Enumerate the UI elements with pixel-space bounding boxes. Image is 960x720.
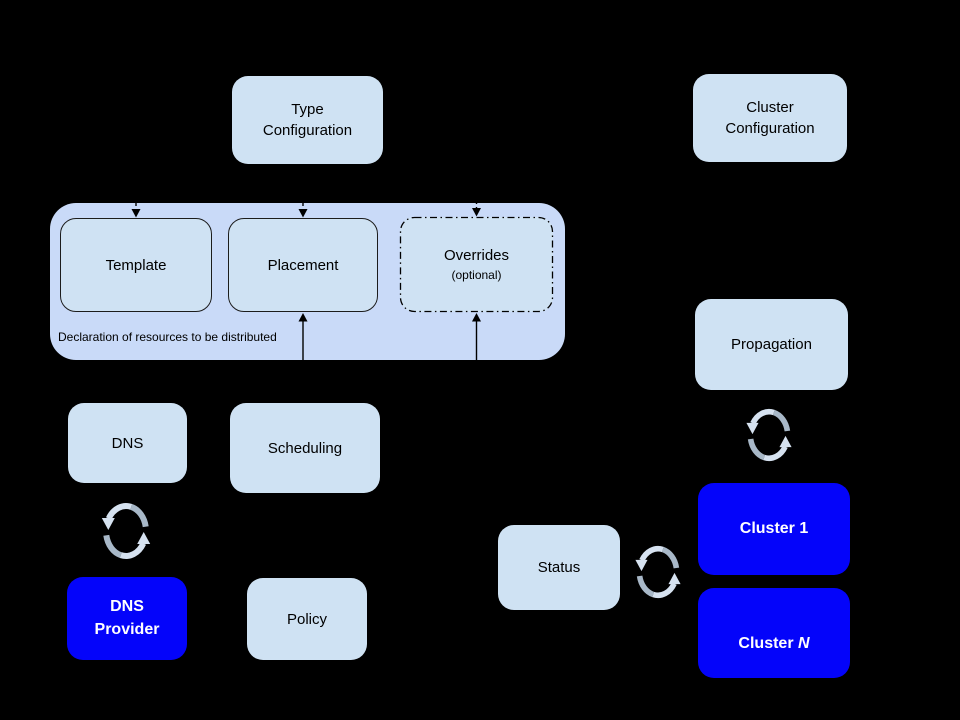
node-cluster-1: Cluster 1 bbox=[698, 483, 850, 575]
sync-icon bbox=[635, 545, 681, 599]
node-placement: Placement bbox=[228, 218, 378, 312]
node-cluster-configuration: Cluster Configuration bbox=[693, 74, 847, 162]
node-overrides: Overrides (optional) bbox=[400, 217, 553, 312]
node-policy: Policy bbox=[247, 578, 367, 660]
node-overrides-label: Overrides bbox=[443, 247, 510, 265]
node-cluster-n-label: Cluster N bbox=[738, 635, 810, 652]
node-template: Template bbox=[60, 218, 212, 312]
node-status: Status bbox=[498, 525, 620, 610]
declaration-caption: Declaration of resources to be distribut… bbox=[58, 330, 277, 344]
node-scheduling: Scheduling bbox=[230, 403, 380, 493]
sync-icon bbox=[101, 503, 151, 559]
node-dns: DNS bbox=[68, 403, 187, 483]
node-overrides-sublabel: (optional) bbox=[451, 268, 502, 283]
node-type-configuration: Type Configuration bbox=[232, 76, 383, 164]
node-dns-provider: DNS Provider bbox=[67, 577, 187, 660]
sync-icon bbox=[746, 408, 792, 462]
node-propagation: Propagation bbox=[695, 299, 848, 390]
node-cluster-n: Cluster N bbox=[698, 588, 850, 678]
